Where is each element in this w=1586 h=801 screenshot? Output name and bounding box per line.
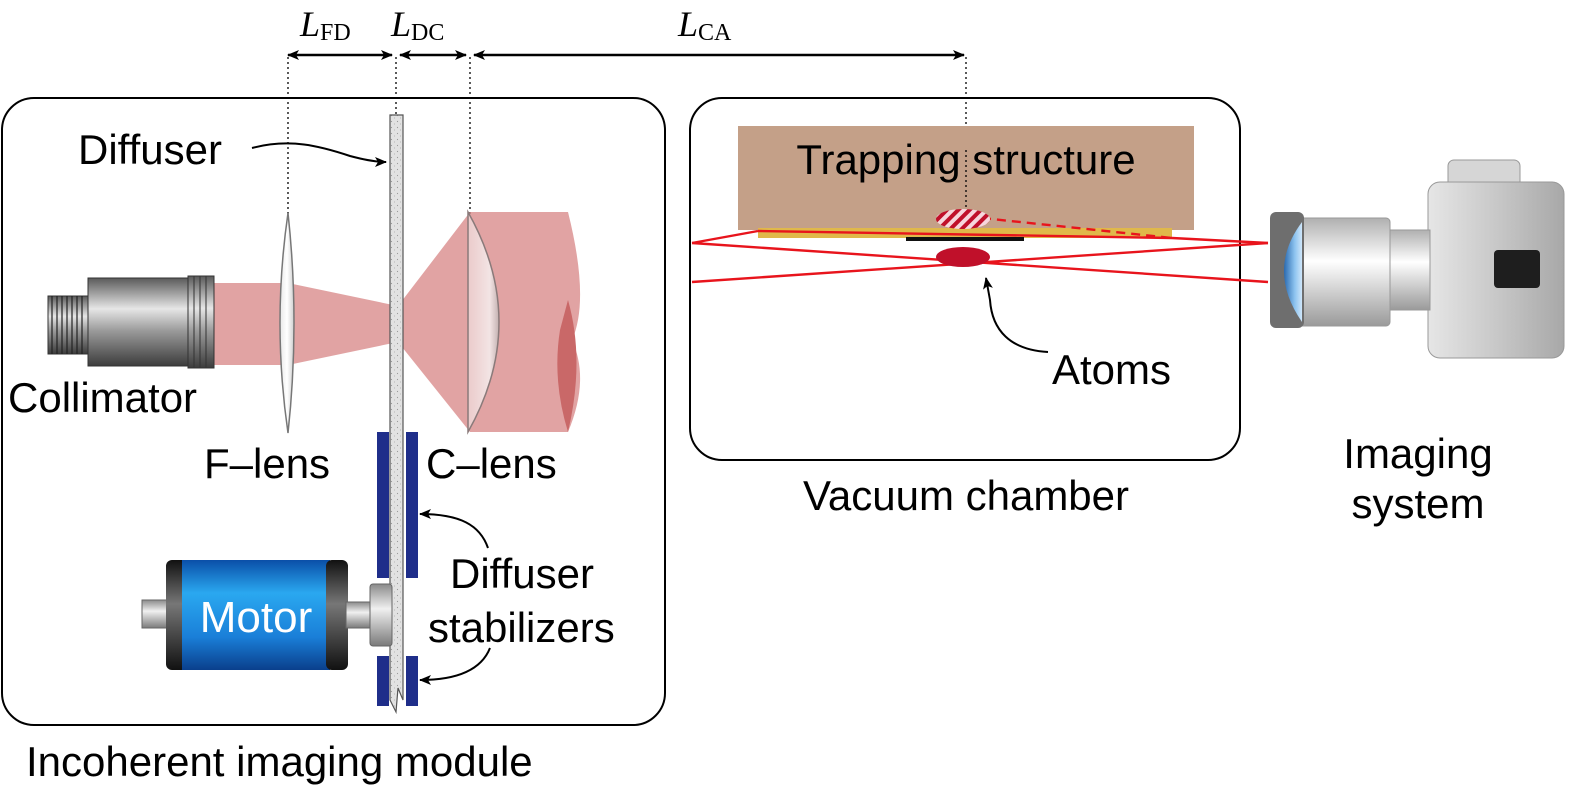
camera-lens-glass [1284, 222, 1302, 322]
stabilizer-right-lower [406, 656, 418, 706]
incoherent-imaging-module: Motor Diffuser Collimator F–lens C–lens … [1, 97, 666, 785]
diffuser-plate [389, 114, 404, 715]
stabilizer-right-upper [406, 432, 418, 578]
atoms-label: Atoms [1052, 346, 1171, 393]
collimator-ribs [193, 276, 207, 368]
diffuser-leader-arrow [251, 142, 387, 167]
stabilizer-left-upper [377, 432, 389, 578]
diffuser-label: Diffuser [78, 126, 222, 173]
motor: Motor [141, 560, 393, 670]
motor-hub [369, 583, 393, 647]
imaging-label-line1: Imaging [1343, 430, 1492, 477]
atoms-leader-arrow [983, 277, 1049, 353]
stabilizers-label-line1: Diffuser [450, 550, 594, 597]
ca-label: LCA [677, 4, 732, 46]
f-lens-label: F–lens [204, 440, 330, 487]
reflected-beam [981, 216, 1173, 240]
module-title: Incoherent imaging module [26, 738, 533, 785]
imaging-system: Imaging system [1270, 159, 1565, 527]
camera-adapter [1387, 229, 1431, 311]
motor-front-cap [326, 560, 348, 670]
collimator-label: Collimator [8, 374, 197, 421]
chip-wire [906, 237, 1024, 241]
dimension-markers: LFD LDC LCA [287, 4, 967, 220]
fd-label: LFD [299, 4, 351, 46]
collimator-thread [51, 296, 83, 354]
chip-surface [758, 228, 1172, 238]
collimator-connector [47, 295, 91, 355]
c-lens [467, 209, 500, 435]
vacuum-chamber: Trapping structure Atoms Vacuum chamber [689, 97, 1269, 519]
atoms-cloud [936, 247, 990, 267]
imaging-label-line2: system [1351, 480, 1484, 527]
beam-exit-face [557, 300, 577, 432]
f-lens [279, 212, 295, 434]
camera-lens-barrel [1295, 217, 1391, 327]
stabilizer-upper-arrow [419, 509, 489, 549]
dc-label: LDC [390, 4, 444, 46]
motor-label: Motor [200, 593, 312, 642]
c-lens-label: C–lens [426, 440, 557, 487]
atoms-image [936, 209, 990, 229]
stabilizers-label-line2: stabilizers [428, 604, 615, 651]
module-frame [1, 97, 666, 726]
camera-port [1494, 250, 1540, 288]
collimator-head [187, 275, 215, 369]
collimator [47, 275, 215, 369]
stabilizer-lower-arrow [419, 647, 491, 685]
stabilizer-left-lower [377, 656, 389, 706]
chamber-title: Vacuum chamber [803, 472, 1129, 519]
collimated-beam [212, 283, 398, 365]
collimator-body [87, 277, 191, 367]
motor-body [182, 560, 330, 670]
